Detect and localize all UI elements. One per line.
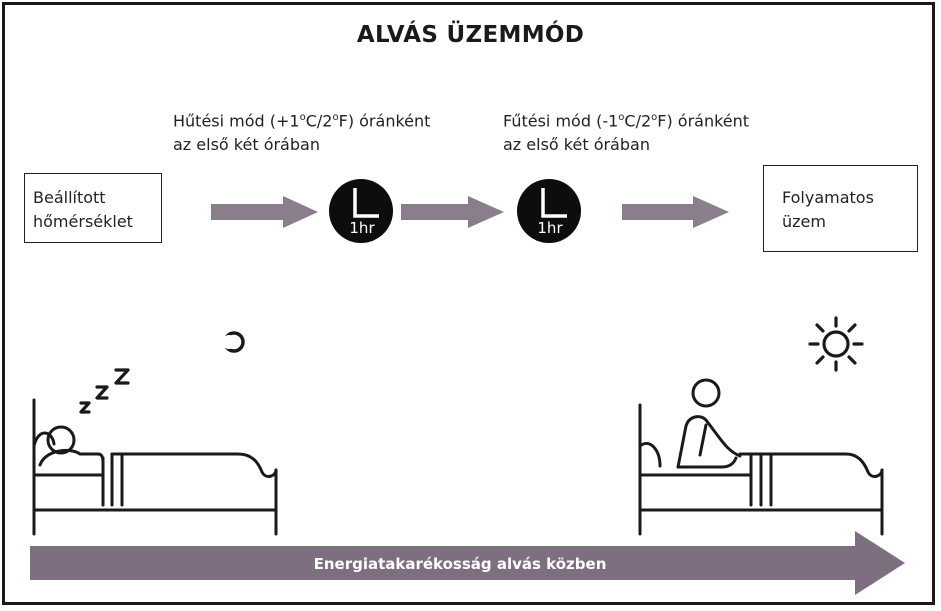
- timer-2-label: 1hr: [537, 219, 563, 237]
- clock-icon: 1hr: [517, 179, 581, 243]
- heating-mode-line2: az első két órában: [503, 135, 650, 155]
- heating-unit: C/2: [624, 111, 652, 131]
- degree-sup: o: [651, 112, 658, 123]
- set-temperature-line1: Beállított: [33, 188, 106, 207]
- degree-sup: o: [299, 112, 306, 123]
- cooling-mode-line2: az első két órában: [173, 135, 320, 155]
- cooling-mode-line1: Hűtési mód (+1oC/2oF) óránként: [173, 106, 430, 133]
- heating-suffix: F) óránként: [657, 111, 750, 131]
- cooling-unit: C/2: [305, 111, 333, 131]
- continuous-operation-line1: Folyamatos: [782, 188, 874, 207]
- snore-icon: [79, 368, 130, 414]
- set-temperature-line2: hőmérséklet: [33, 212, 133, 231]
- sitting-person-icon: [638, 378, 884, 536]
- cooling-suffix: F) óránként: [338, 111, 431, 131]
- flow-arrow-1: [211, 196, 318, 228]
- set-temperature-box: Beállított hőmérséklet: [24, 173, 162, 243]
- diagram-title: ALVÁS ÜZEMMÓD: [356, 22, 585, 48]
- flow-arrow-2: [401, 196, 504, 228]
- degree-sup: o: [618, 112, 625, 123]
- clock-icon: 1hr: [329, 179, 393, 243]
- cooling-prefix: Hűtési mód (+1: [173, 111, 300, 131]
- sleeping-person-icon: [32, 398, 278, 536]
- diagram-frame: [2, 2, 935, 605]
- flow-arrow-3: [622, 196, 729, 228]
- heating-mode-description: Fűtési mód (-1oC/2oF) óránként az első k…: [503, 106, 749, 157]
- sun-icon: [808, 316, 864, 372]
- energy-saving-banner-label: Energiatakarékosság alvás közben: [313, 555, 607, 573]
- energy-saving-banner-arrow: [30, 531, 905, 595]
- degree-sup: o: [332, 112, 339, 123]
- continuous-operation-line2: üzem: [782, 212, 826, 231]
- heating-mode-line1: Fűtési mód (-1oC/2oF) óránként: [503, 106, 749, 133]
- moon-icon: [222, 331, 245, 353]
- timer-1-label: 1hr: [349, 219, 375, 237]
- cooling-mode-description: Hűtési mód (+1oC/2oF) óránként az első k…: [173, 106, 430, 157]
- heating-prefix: Fűtési mód (-1: [503, 111, 619, 131]
- continuous-operation-box: Folyamatos üzem: [763, 165, 918, 252]
